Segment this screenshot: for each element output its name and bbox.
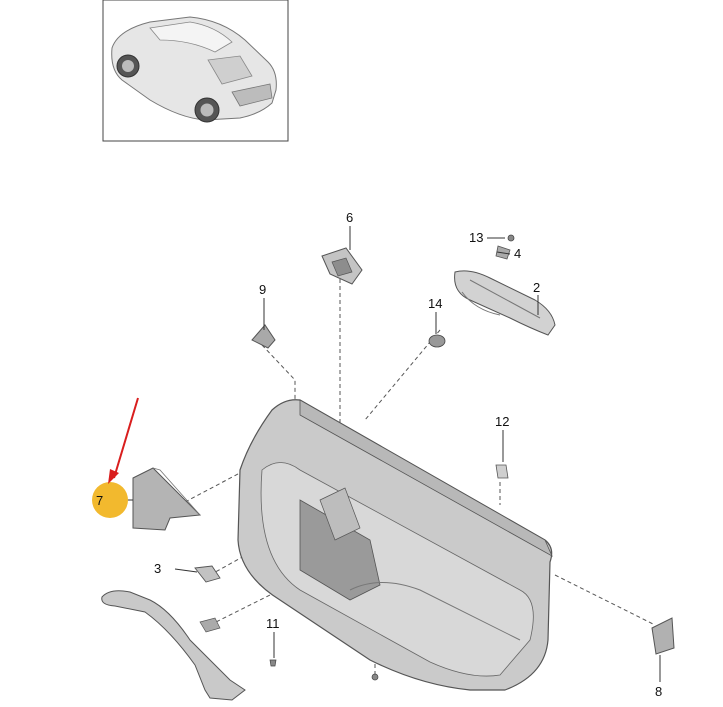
callout-9: 9 [259,282,266,297]
callout-14: 14 [428,296,442,311]
part-2-bracket [454,270,556,336]
callout-3: 3 [154,561,161,576]
part-3-bracket [194,565,221,583]
part-grip-strip [101,590,246,701]
part-8-cap [651,617,675,655]
callout-2: 2 [533,280,540,295]
part-door-panel [237,399,553,691]
callout-11: 11 [266,616,280,631]
callout-12: 12 [495,414,509,429]
part-14-plug [428,334,446,348]
part-9-trim [251,324,276,349]
part-13-screw [507,234,515,242]
car-illustration [111,16,277,123]
highlight-arrow [113,397,139,479]
highlight-arrowhead [108,469,119,484]
vehicle-thumbnail [102,0,289,142]
part-12-clip [495,464,509,479]
highlight-circle [92,482,128,518]
highlight-marker [92,397,139,518]
part-6-switch-cover [321,247,363,285]
bottom-screw [371,673,379,681]
callout-4: 4 [514,246,521,261]
callout-6: 6 [346,210,353,225]
part-7-trim [132,467,202,531]
callout-8: 8 [655,684,662,699]
callout-7: 7 [96,493,103,508]
part-11-screw [269,659,277,667]
callout-13: 13 [469,230,483,245]
